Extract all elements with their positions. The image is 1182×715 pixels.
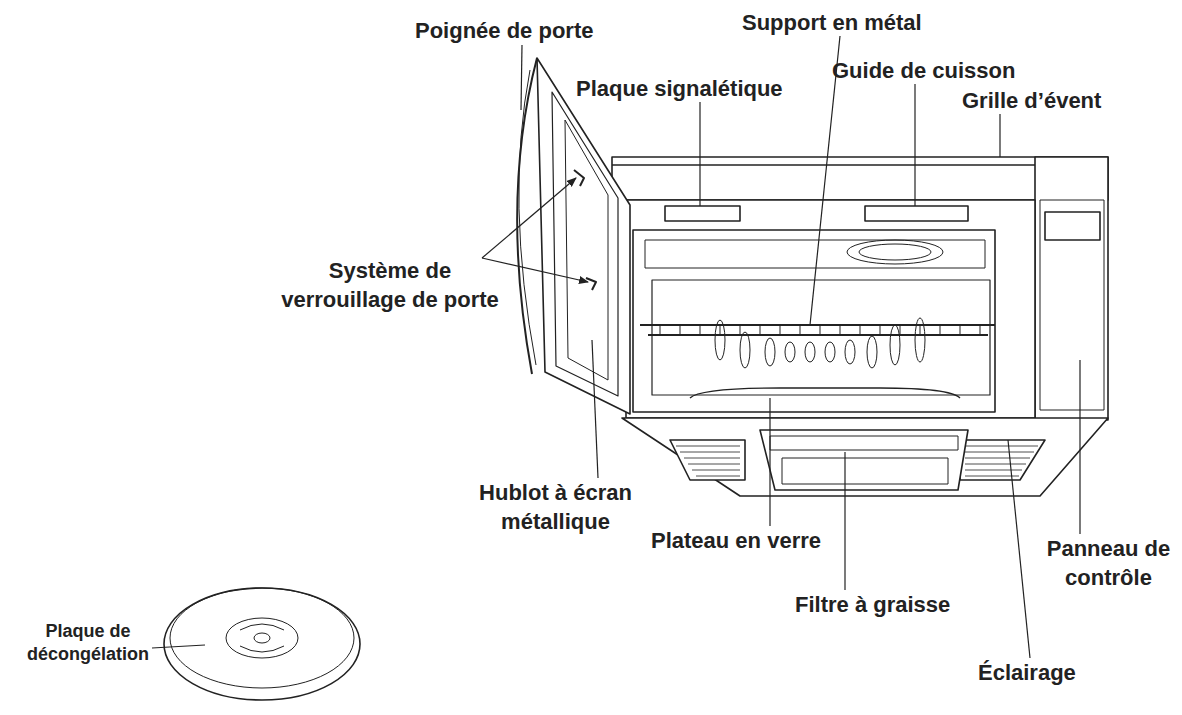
part-label: Support en métal [742, 8, 922, 37]
part-label: Poignée de porte [415, 16, 593, 45]
part-label: Plaque signalétique [576, 74, 783, 103]
part-label: Plaque de décongélation [18, 620, 158, 666]
part-label: Guide de cuisson [832, 56, 1015, 85]
part-label: Système de verrouillage de porte [275, 256, 505, 314]
part-label: Panneau de contrôle [1041, 534, 1176, 592]
part-label: Grille d’évent [962, 86, 1101, 115]
part-label: Filtre à graisse [795, 590, 950, 619]
part-label: Hublot à écran métallique [468, 478, 643, 536]
part-label: Éclairage [978, 658, 1076, 687]
part-label: Plateau en verre [651, 526, 821, 555]
